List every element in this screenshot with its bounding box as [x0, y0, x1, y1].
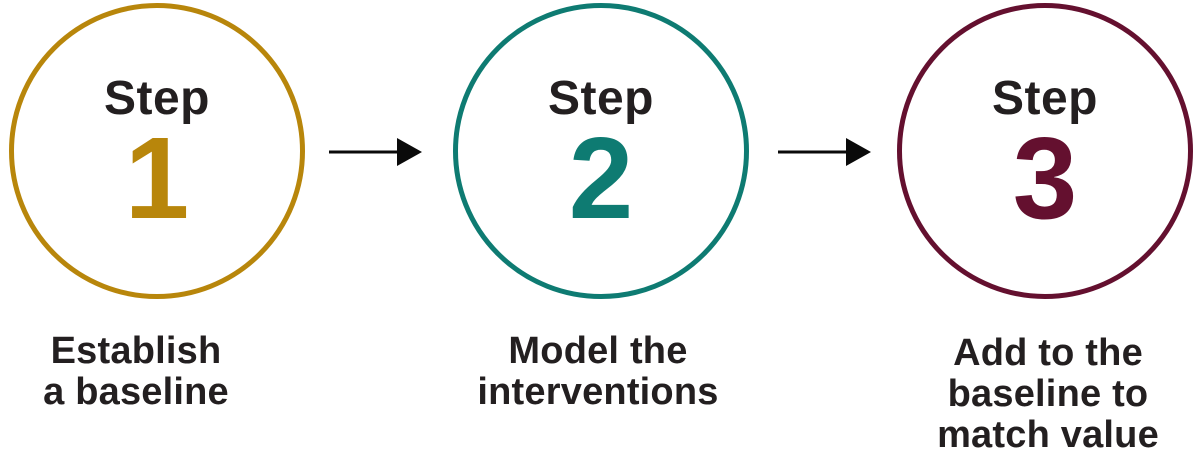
step-1-caption-line-1: Establish [50, 330, 222, 372]
arrow-icon [329, 138, 422, 166]
step-3-caption-line-3: match value [937, 414, 1159, 455]
step-3-caption-line-2: baseline to [947, 373, 1149, 415]
step-2-number: 2 [568, 113, 634, 243]
step-1-number: 1 [124, 113, 190, 243]
step-1-label: Step [103, 72, 210, 125]
step-3-circle: Step 3 [897, 3, 1193, 299]
step-1-caption: Establish a baseline [6, 331, 266, 413]
step-3-number: 3 [1012, 113, 1078, 243]
step-3-caption: Add to the baseline to match value [896, 333, 1200, 455]
step-2-label: Step [547, 72, 654, 125]
step-2-caption: Model the interventions [428, 331, 768, 413]
step-2-caption-line-1: Model the [508, 330, 688, 372]
step-3-label: Step [991, 72, 1098, 125]
step-1-circle: Step 1 [9, 3, 305, 299]
step-2-caption-line-2: interventions [477, 371, 719, 413]
arrow-icon [778, 138, 871, 166]
step-2-circle: Step 2 [453, 3, 749, 299]
step-1-caption-line-2: a baseline [43, 371, 229, 413]
step-3-caption-line-1: Add to the [953, 332, 1143, 374]
